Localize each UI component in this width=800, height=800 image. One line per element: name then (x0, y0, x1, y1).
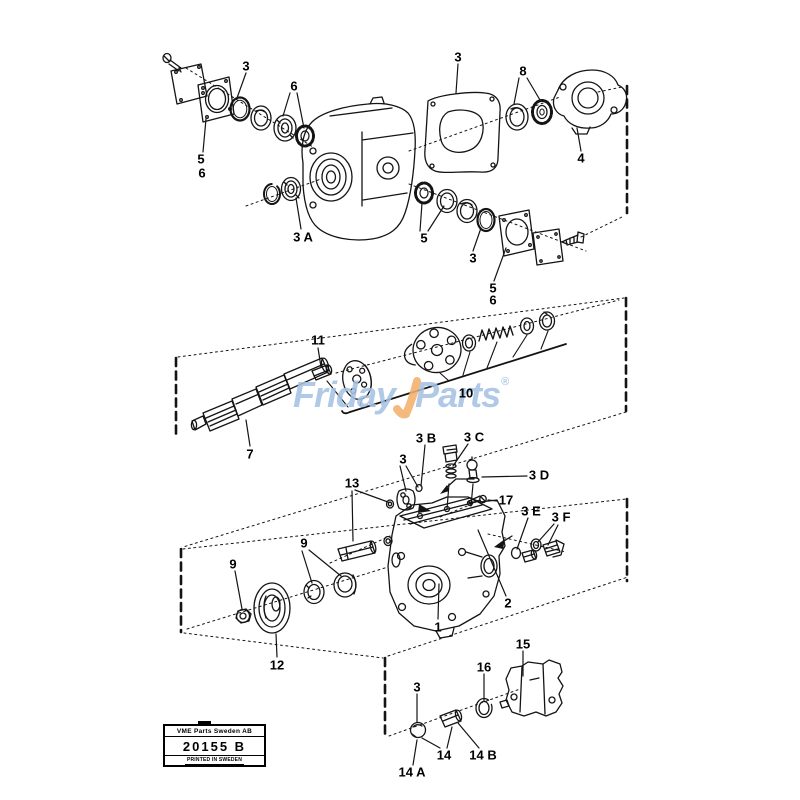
screw-right (561, 231, 585, 246)
ring-10a (461, 334, 477, 352)
callout-label-2: 2 (504, 595, 512, 611)
o-ring-3e (510, 546, 522, 560)
callout-label-9: 9 (229, 556, 237, 572)
callout-label-10: 10 (458, 385, 474, 401)
bearing-3a (280, 176, 302, 202)
callout-label-14B: 14 B (469, 747, 497, 763)
callout-label-15: 15 (515, 636, 531, 652)
callout-label-3E: 3 E (521, 503, 541, 519)
o-ring-3-right (476, 207, 496, 233)
seal-8a (505, 103, 529, 131)
plug-spring-3c (442, 444, 458, 479)
callout-label-4: 4 (577, 150, 585, 166)
callout-label-6: 6 (290, 78, 298, 94)
pulley-disc-12 (253, 582, 291, 634)
stamp-company: VME Parts Sweden AB (165, 726, 264, 737)
callout-label-6: 6 (198, 165, 206, 181)
cover-plate-6-right (532, 228, 564, 266)
assembly-arrow-3e (494, 535, 513, 549)
hex-plug-3f (542, 539, 565, 558)
print-stamp: VME Parts Sweden AB 20155 B PRINTED IN S… (163, 721, 266, 767)
pin-13 (337, 540, 377, 562)
callout-label-13: 13 (344, 475, 360, 491)
centre-lines (177, 67, 629, 737)
callout-label-17: 17 (498, 492, 514, 508)
callout-label-5: 5 (197, 151, 205, 167)
callout-label-6: 6 (489, 292, 497, 308)
valve-block-15 (499, 659, 564, 717)
pump-body-1 (387, 496, 506, 639)
callout-label-9: 9 (300, 535, 308, 551)
washer-13b (385, 499, 395, 509)
gear-ring-6b (295, 124, 315, 148)
bushing-9c (333, 572, 357, 598)
bearing-6a (273, 114, 297, 142)
cap-3f (530, 538, 542, 552)
callout-label-8: 8 (519, 63, 527, 79)
retaining-ring-10 (538, 311, 556, 331)
callout-label-3D: 3 D (528, 467, 550, 483)
callout-label-1: 1 (434, 619, 442, 635)
callout-label-3A: 3 A (293, 229, 313, 245)
callout-label-14A: 14 A (398, 764, 426, 780)
pin-11 (311, 364, 333, 381)
washer-10 (519, 317, 535, 335)
drive-shaft-7 (190, 357, 330, 432)
callout-label-3: 3 (413, 679, 421, 695)
callout-label-5: 5 (420, 230, 428, 246)
ring-16 (475, 697, 493, 719)
bracket-line-10 (326, 330, 567, 415)
callout-label-11: 11 (311, 332, 325, 348)
callout-label-3C: 3 C (463, 429, 485, 445)
callout-label-3B: 3 B (415, 430, 437, 446)
fitting-3d (466, 456, 480, 484)
gear-ring-8b (531, 99, 553, 125)
callout-label-3: 3 (454, 49, 462, 65)
callout-label-5: 5 (489, 280, 497, 296)
section-borders (174, 84, 629, 738)
ring-9b (303, 579, 325, 605)
shaft-seal-left (250, 105, 272, 131)
seal-5-right-2 (456, 198, 478, 224)
pump-housing-top (301, 96, 416, 241)
leader-lines (202, 63, 582, 766)
callout-label-3: 3 (242, 58, 250, 74)
port-flange-3 (396, 488, 416, 511)
callout-label-14: 14 (436, 747, 452, 763)
callout-label-3: 3 (469, 250, 477, 266)
callout-label-7: 7 (246, 446, 254, 462)
end-cover-4 (552, 69, 628, 135)
stamp-number: 20155 B (165, 737, 264, 756)
callout-label-3F: 3 F (551, 509, 571, 525)
callout-label-12: 12 (269, 657, 285, 673)
rotor-cylinder-block (403, 326, 462, 374)
sleeve-14b (439, 709, 463, 728)
port-plate-disc (342, 360, 372, 400)
washer-13 (383, 535, 393, 547)
nut-9 (235, 608, 252, 624)
seal-5-right-1 (436, 188, 458, 214)
ball-14a (409, 721, 427, 739)
stamp-tab (198, 721, 211, 725)
circlip-3a-row (263, 183, 281, 205)
seal-plate-5-left (197, 76, 235, 123)
callout-label-16: 16 (476, 659, 492, 675)
stamp-footer: PRINTED IN SWEDEN (165, 756, 264, 766)
stamp-footer-text: PRINTED IN SWEDEN (184, 757, 245, 766)
gear-ring-5-right (414, 181, 434, 205)
bent-leader-3d (440, 478, 475, 494)
washer-3b (415, 483, 423, 493)
spring-10 (478, 325, 514, 342)
screw-top-left (162, 52, 182, 73)
seal-plate-5-right (498, 209, 535, 257)
o-ring-3-top-left (229, 96, 251, 122)
gasket-3-top-right (424, 91, 501, 174)
callout-label-3: 3 (399, 451, 407, 467)
cover-plate-6-left (170, 63, 208, 105)
